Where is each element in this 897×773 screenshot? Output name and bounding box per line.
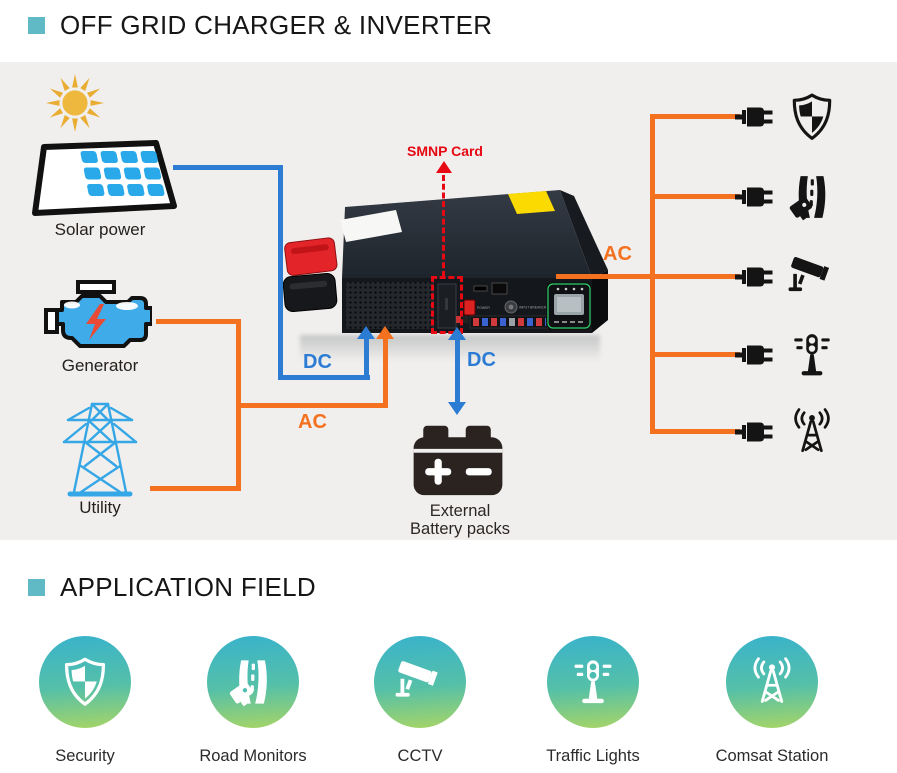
ac-line-segment xyxy=(150,486,241,491)
lcd-display xyxy=(546,282,592,330)
dc-line-segment xyxy=(278,375,370,380)
application-cctv: CCTV xyxy=(340,636,500,766)
traffic-light-icon xyxy=(574,660,612,704)
dc-battery-arrow-up-icon xyxy=(448,327,466,340)
shield-check-icon xyxy=(792,93,832,140)
solar-power-label: Solar power xyxy=(54,220,146,239)
comsat-antenna-icon xyxy=(753,657,791,703)
ac-line-segment xyxy=(236,403,388,408)
ac-line-segment xyxy=(383,339,388,408)
ac-output-branch xyxy=(650,352,740,357)
dc-connector-black xyxy=(282,272,338,313)
app-circle xyxy=(207,636,299,728)
battery-icon xyxy=(413,425,503,496)
app-circle xyxy=(726,636,818,728)
endpoint-cctv xyxy=(735,252,837,302)
application-field-title: APPLICATION FIELD xyxy=(60,572,317,602)
ac-output-branch xyxy=(650,114,740,119)
plug-icon xyxy=(735,187,773,207)
app-label: Comsat Station xyxy=(715,747,829,765)
battery-caption-line1: External xyxy=(429,502,491,520)
battery-caption: External Battery packs xyxy=(380,502,540,539)
app-circle xyxy=(374,636,466,728)
ac-output-branch xyxy=(650,194,740,199)
ac-line-segment xyxy=(156,319,241,324)
cctv-camera-icon xyxy=(395,661,438,697)
smnp-arrow-up-icon xyxy=(436,161,452,173)
road-monitor-icon xyxy=(229,660,267,707)
endpoint-road-monitors xyxy=(735,172,837,222)
cctv-camera-icon xyxy=(788,256,830,292)
dc-battery-label: DC xyxy=(467,349,496,371)
dc-input-label: DC xyxy=(303,351,332,373)
power-tower-icon xyxy=(62,402,138,497)
ac-output-branch xyxy=(650,274,740,279)
ventilation-grille xyxy=(346,282,434,329)
app-label: Road Monitors xyxy=(199,747,307,765)
inverter-device-image: POWER INPUT BREAKER xyxy=(282,190,608,333)
smnp-dashed-line xyxy=(442,175,445,277)
dc-line-segment xyxy=(173,165,281,170)
power-switch-label: POWER xyxy=(477,306,490,310)
teal-bullet-icon xyxy=(28,579,45,596)
application-traffic-lights: Traffic Lights xyxy=(513,636,673,766)
dc-battery-line xyxy=(455,340,460,403)
endpoint-comsat-station xyxy=(735,407,837,457)
solar-panel-icon xyxy=(32,140,177,216)
diagram-canvas: Solar power Generator Utility xyxy=(0,62,897,540)
utility-label: Utility xyxy=(79,498,121,517)
power-switch xyxy=(463,299,476,316)
sun-icon xyxy=(45,73,105,133)
application-security: Security xyxy=(5,636,165,766)
traffic-light-icon xyxy=(794,334,830,376)
endpoint-traffic-lights xyxy=(735,330,837,380)
usb-port xyxy=(473,285,488,292)
generator-label: Generator xyxy=(61,356,139,375)
dc-arrow-up-icon xyxy=(357,326,375,339)
dc-line-segment xyxy=(364,339,369,380)
dc-connector-red xyxy=(284,237,338,276)
yellow-sticker xyxy=(508,191,555,214)
app-label: Security xyxy=(55,747,115,765)
ac-output-feed xyxy=(556,274,656,279)
engine-generator-icon xyxy=(44,280,152,348)
road-monitor-icon xyxy=(789,176,826,221)
ac-output-branch xyxy=(650,429,740,434)
plug-icon xyxy=(735,267,773,287)
app-label: CCTV xyxy=(397,747,443,765)
section-header-application: APPLICATION FIELD xyxy=(28,572,316,603)
smnp-dashed-box xyxy=(431,276,463,334)
plug-icon xyxy=(735,107,773,127)
teal-bullet-icon xyxy=(28,17,45,34)
app-circle xyxy=(39,636,131,728)
ac-output-label: AC xyxy=(603,243,632,265)
plug-icon xyxy=(735,422,773,442)
section-header-product: OFF GRID CHARGER & INVERTER xyxy=(28,10,492,41)
app-circle xyxy=(547,636,639,728)
dc-battery-arrow-down-icon xyxy=(448,402,466,415)
shield-check-icon xyxy=(64,657,106,706)
page-title: OFF GRID CHARGER & INVERTER xyxy=(60,10,493,40)
battery-caption-line2: Battery packs xyxy=(410,520,510,539)
app-label: Traffic Lights xyxy=(546,747,640,765)
ac-input-label: AC xyxy=(298,411,327,433)
smnp-card-label: SMNP Card xyxy=(407,143,483,159)
comsat-antenna-icon xyxy=(794,408,830,453)
ac-arrow-up-icon xyxy=(376,326,394,339)
application-road-monitors: Road Monitors xyxy=(173,636,333,766)
input-breaker-label: INPUT BREAKER xyxy=(519,306,547,310)
application-comsat-station: Comsat Station xyxy=(692,636,852,766)
device-top-label xyxy=(340,210,402,242)
ethernet-port xyxy=(491,282,508,295)
dc-line-segment xyxy=(278,165,283,380)
endpoint-security xyxy=(735,92,837,142)
plug-icon xyxy=(735,345,773,365)
